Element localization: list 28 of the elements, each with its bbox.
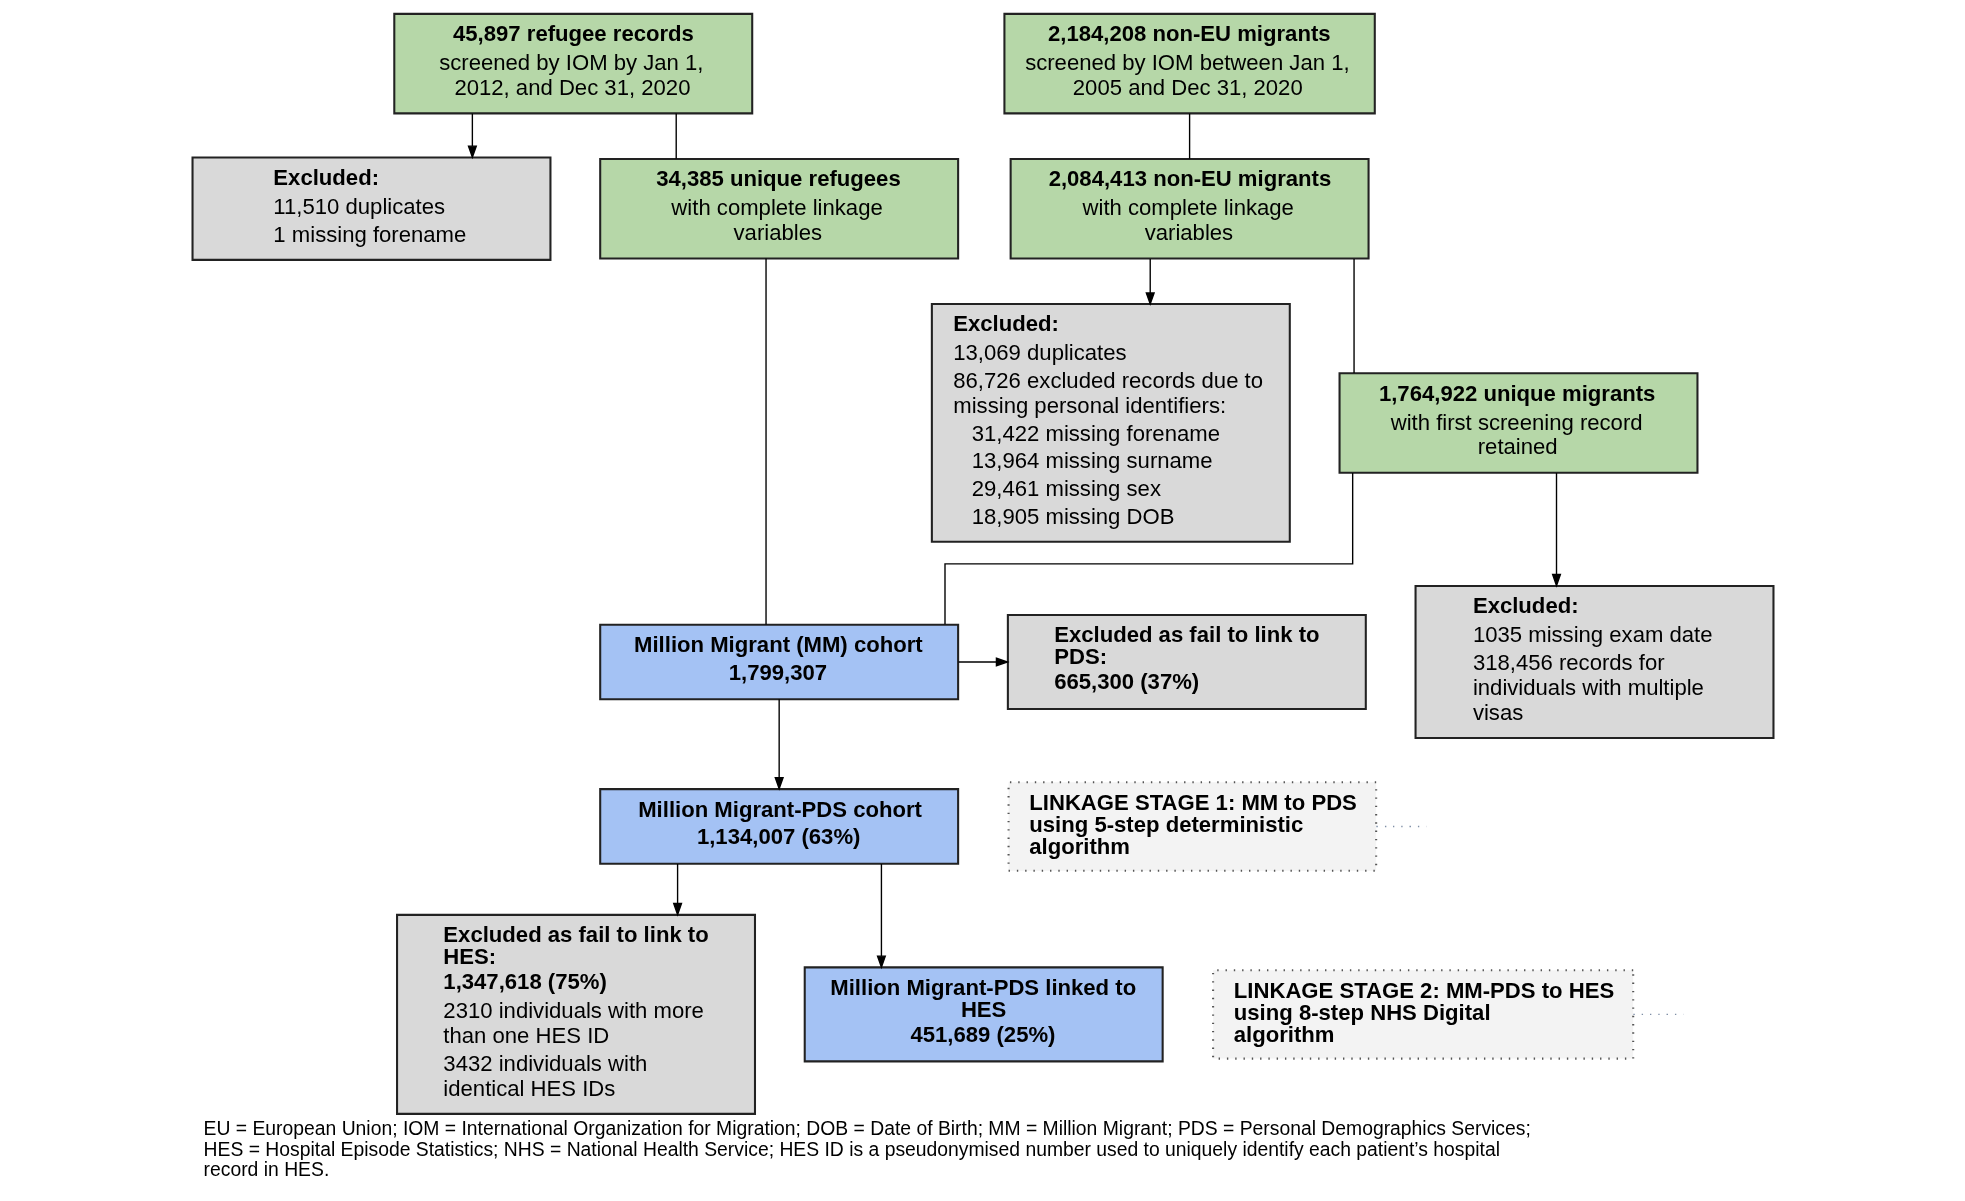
node-box: Million Migrant-PDS cohort 1,134,007 (63%) <box>598 788 959 865</box>
node-box: Excluded as fail to link to HES: 1,347,618 (75%) 2310 individuals with more than one HES ID 3432 individuals with identical HES IDs <box>395 913 756 1115</box>
node-box: Million Migrant-PDS linked to HES 451,689 (25%) <box>803 966 1164 1063</box>
node-box: 2,084,413 non-EU migrants with complete linkage variables <box>1009 157 1370 260</box>
arrow <box>672 863 682 917</box>
node-box: 45,897 refugee records screened by IOM by Jan 1, 2012, and Dec 31, 2020 <box>392 12 753 115</box>
connector <box>943 472 1353 626</box>
arrow <box>957 657 1010 667</box>
node-box: Excluded: 1035 missing exam date 318,456 records for individuals with multiple visas <box>1414 584 1774 740</box>
node-box: Million Migrant (MM) cohort 1,799,307 <box>598 623 959 701</box>
arrow <box>1144 258 1155 307</box>
node-box: 34,385 unique refugees with complete linkage variables <box>598 157 959 260</box>
caption: EU = European Union; IOM = International Organization for Migration; DOB = Date of Birth; MM = Million Migrant; PDS = Personal Demographics Services; HES = Hospital Episode Statistics; NHS = National Health Service; HES ID is a pseudonymised number used to uniquely identify each patient’s hospital record in HES. <box>203 1116 1531 1181</box>
node-box: LINKAGE STAGE 1: MM to PDS using 5-step deterministic algorithm <box>1007 781 1377 872</box>
connector <box>764 257 767 626</box>
node-box: 2,184,208 non-EU migrants screened by IOM between Jan 1, 2005 and Dec 31, 2020 <box>1002 12 1376 115</box>
node-box: 1,764,922 unique migrants with first screening record retained <box>1338 372 1698 474</box>
arrow <box>876 863 886 970</box>
node-box: LINKAGE STAGE 2: MM-PDS to HES using 8-step NHS Digital algorithm <box>1211 969 1634 1060</box>
connector <box>1188 112 1190 160</box>
node-box: Excluded: 11,510 duplicates 1 missing forename <box>191 156 551 261</box>
node-box: Excluded as fail to link to PDS: 665,300 (37%) <box>1006 613 1367 710</box>
connector <box>1352 258 1355 374</box>
arrow <box>1551 472 1561 588</box>
node-box: Excluded: 13,069 duplicates 86,726 excluded records due to missing personal identifiers: 31,422 missing forename 13,964 missing surname 29,461 missing sex 18,905 missing DOB <box>930 303 1291 543</box>
connector <box>675 112 677 160</box>
arrow <box>467 112 477 160</box>
arrow <box>773 698 784 791</box>
